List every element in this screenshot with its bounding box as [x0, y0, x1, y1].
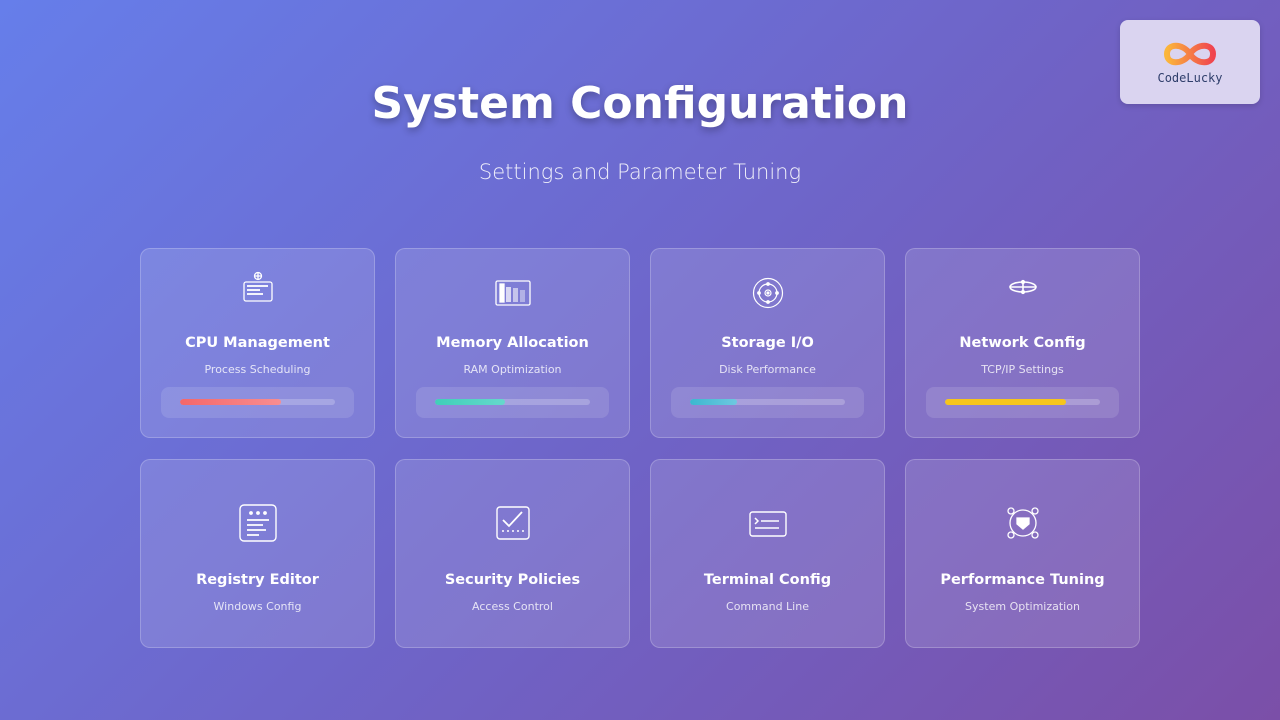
page-title: System Configuration	[371, 78, 909, 129]
card-desc: System Optimization	[965, 600, 1080, 613]
infinity-logo-icon	[1163, 42, 1217, 66]
card-network-config[interactable]: Network Config TCP/IP Settings	[905, 248, 1140, 438]
card-title: Storage I/O	[721, 335, 814, 351]
cpu-icon	[141, 271, 374, 303]
config-grid: CPU Management Process Scheduling Memory…	[140, 248, 1140, 648]
card-registry-editor[interactable]: Registry Editor Windows Config	[140, 459, 375, 648]
memory-chart-icon	[396, 280, 629, 306]
card-memory-allocation[interactable]: Memory Allocation RAM Optimization	[395, 248, 630, 438]
card-title: Performance Tuning	[940, 572, 1105, 588]
brand-name: CodeLucky	[1157, 71, 1223, 85]
progress-track	[690, 399, 845, 405]
network-icon	[906, 279, 1139, 295]
progress-fill	[435, 399, 505, 405]
progress-track	[435, 399, 590, 405]
progress-fill	[690, 399, 737, 405]
security-check-icon	[396, 506, 629, 540]
progress-container	[416, 387, 609, 418]
progress-fill	[945, 399, 1066, 405]
progress-container	[161, 387, 354, 418]
card-storage-io[interactable]: Storage I/O Disk Performance	[650, 248, 885, 438]
progress-track	[180, 399, 335, 405]
card-title: Registry Editor	[196, 572, 319, 588]
card-title: Security Policies	[444, 572, 581, 588]
card-desc: Process Scheduling	[204, 363, 311, 376]
card-desc: RAM Optimization	[463, 363, 562, 376]
performance-icon	[906, 506, 1139, 540]
card-terminal-config[interactable]: Terminal Config Command Line	[650, 459, 885, 648]
card-security-policies[interactable]: Security Policies Access Control	[395, 459, 630, 648]
registry-icon	[141, 504, 374, 542]
progress-container	[671, 387, 864, 418]
terminal-icon	[651, 511, 884, 537]
card-title: Memory Allocation	[436, 335, 589, 351]
disk-icon	[651, 277, 884, 309]
card-title: Network Config	[959, 335, 1086, 351]
page-subtitle: Settings and Parameter Tuning	[478, 160, 802, 184]
progress-fill	[180, 399, 281, 405]
card-desc: Disk Performance	[719, 363, 816, 376]
card-desc: Windows Config	[213, 600, 302, 613]
card-title: CPU Management	[185, 335, 330, 351]
card-performance-tuning[interactable]: Performance Tuning System Optimization	[905, 459, 1140, 648]
card-desc: Access Control	[472, 600, 553, 613]
progress-container	[926, 387, 1119, 418]
codelucky-logo: CodeLucky	[1120, 20, 1260, 104]
card-cpu-management[interactable]: CPU Management Process Scheduling	[140, 248, 375, 438]
card-title: Terminal Config	[703, 572, 832, 588]
card-desc: TCP/IP Settings	[981, 363, 1064, 376]
progress-track	[945, 399, 1100, 405]
card-desc: Command Line	[726, 600, 809, 613]
